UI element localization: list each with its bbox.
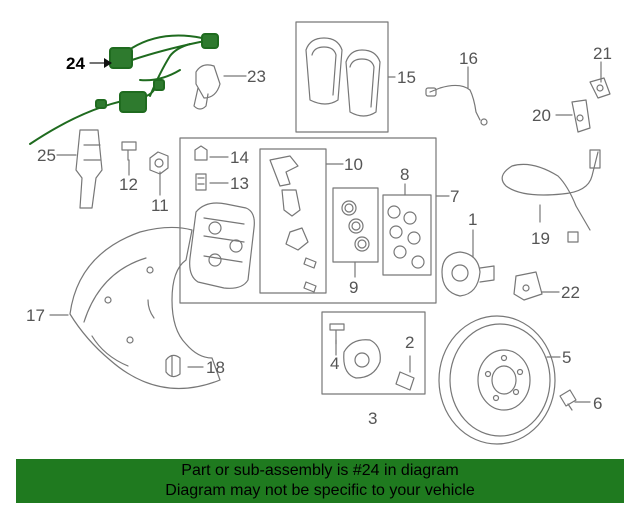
callout-14: 14: [230, 148, 249, 167]
callout-18: 18: [206, 358, 225, 377]
callout-11: 11: [151, 196, 169, 215]
box-caliper-7: [179, 137, 437, 304]
info-banner: Part or sub-assembly is #24 in diagram D…: [16, 459, 624, 503]
callout-2: 2: [405, 333, 415, 352]
callout-20: 20: [532, 106, 551, 125]
callout-15: 15: [397, 68, 416, 87]
callout-10: 10: [344, 155, 363, 174]
callout-24: 24: [66, 54, 85, 73]
callout-6: 6: [593, 394, 603, 413]
callout-1: 1: [468, 210, 478, 229]
box-pistons-8: [382, 194, 432, 276]
callout-16: 16: [459, 49, 478, 68]
callout-7: 7: [450, 187, 460, 206]
banner-line-2: Diagram may not be specific to your vehi…: [165, 482, 475, 499]
callout-23: 23: [247, 67, 266, 86]
callout-9: 9: [349, 278, 359, 297]
callout-13: 13: [230, 174, 249, 193]
banner-line-1: Part or sub-assembly is #24 in diagram: [181, 462, 459, 479]
box-pads-15: [295, 21, 389, 133]
box-bearing-3: [321, 311, 426, 395]
callout-25: 25: [37, 146, 56, 165]
box-seals-9: [332, 187, 379, 263]
callout-4: 4: [330, 354, 340, 373]
callout-22: 22: [561, 283, 580, 302]
callout-12: 12: [119, 175, 138, 194]
callout-21: 21: [593, 44, 612, 63]
callout-3: 3: [368, 409, 378, 428]
callout-8: 8: [400, 165, 410, 184]
callout-19: 19: [531, 229, 550, 248]
callout-17: 17: [26, 306, 45, 325]
box-clips-10: [259, 148, 327, 294]
callout-5: 5: [562, 348, 572, 367]
part-24-wire-harness: [29, 33, 219, 145]
